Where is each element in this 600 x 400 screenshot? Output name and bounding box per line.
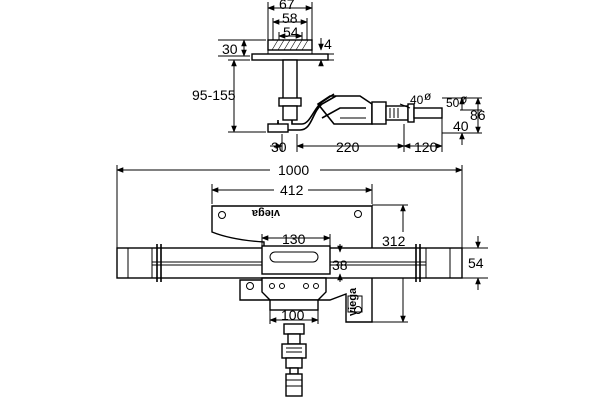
dim-inner-width: 54 xyxy=(283,24,299,40)
dim-overall-length: 1000 xyxy=(278,162,309,178)
brand-mark-bracket: viega xyxy=(251,207,280,219)
dim-flange-width: 67 xyxy=(279,0,295,12)
top-view: 1000 412 viega viega viega 312 xyxy=(116,162,488,397)
dim-outlet-height: 40 xyxy=(453,118,469,134)
drain-body xyxy=(261,245,331,275)
brand-mark-side: viega xyxy=(347,287,359,316)
dim-outlet-width: 100 xyxy=(281,307,305,323)
dim-bracket-height: 312 xyxy=(382,233,406,249)
dim-pipe-diameter-large: 50 xyxy=(446,96,460,110)
dim-outlet-length: 120 xyxy=(414,139,438,155)
grate-hatch xyxy=(271,39,309,51)
dim-body-length: 130 xyxy=(282,231,306,247)
dim-offset-left: 30 xyxy=(271,139,287,155)
dim-channel-height: 54 xyxy=(468,255,484,271)
diameter-symbol-small: ø xyxy=(424,89,432,103)
side-view: 67 58 54 4 30 xyxy=(192,0,486,155)
dim-grate-width: 58 xyxy=(282,10,298,26)
dim-trap-length: 220 xyxy=(336,139,360,155)
dim-bracket-length: 412 xyxy=(280,182,304,198)
dim-height-range: 95-155 xyxy=(192,87,236,103)
dim-body-height: 38 xyxy=(332,257,348,273)
dim-flange-thickness: 4 xyxy=(324,36,332,52)
dim-top-height: 30 xyxy=(222,41,238,57)
dim-pipe-diameter-small: 40 xyxy=(410,93,424,107)
dim-overall-height: 86 xyxy=(470,107,486,123)
diameter-symbol-large: ø xyxy=(460,92,468,106)
